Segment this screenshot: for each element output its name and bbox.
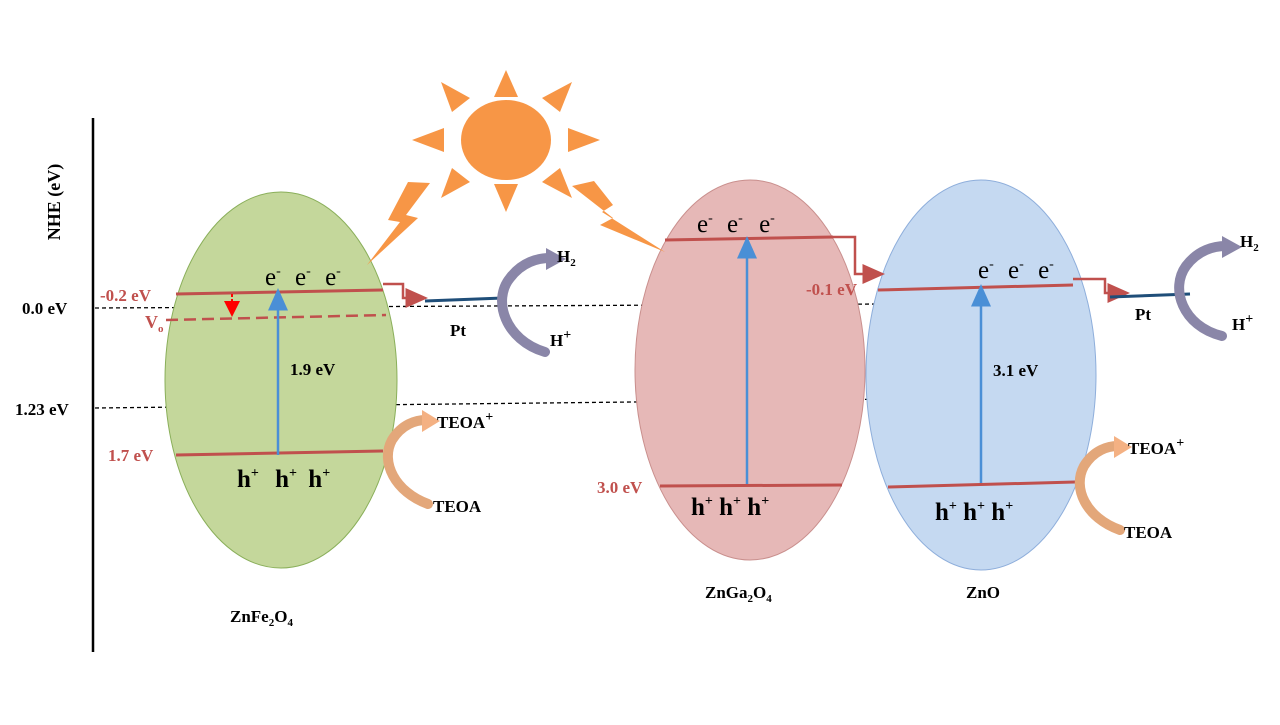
teoa-right-label: TEOA <box>1124 523 1173 542</box>
znfe2o4-name: ZnFe2O4 <box>230 607 293 629</box>
znfe2o4-gap-label: 1.9 eV <box>290 360 336 379</box>
water-level-label: 1.23 eV <box>15 400 70 419</box>
teoa-oxidation-left <box>382 410 440 509</box>
h2-right-label: H2 <box>1240 232 1259 254</box>
zno-vb-line <box>887 480 1076 489</box>
pt-left-line <box>424 296 504 303</box>
h2-evolution-left <box>497 248 566 357</box>
zngao-ellipse <box>634 179 866 561</box>
h2-left-label: H2 <box>557 247 576 269</box>
znfe2o4-ellipse <box>164 191 398 569</box>
znfe2o4-cb-label: -0.2 eV <box>100 286 152 305</box>
lightning-right-icon <box>572 181 665 252</box>
zngao-vb-line <box>659 483 843 488</box>
lightning-left-icon <box>367 182 430 265</box>
znfe2o4-vo-line <box>165 313 387 322</box>
teoa-oxidation-right <box>1074 436 1132 535</box>
zno-cb-label: -0.1 eV <box>806 280 858 299</box>
h2-evolution-right <box>1174 236 1242 341</box>
znfe2o4-vb-line <box>175 449 384 457</box>
zngao-name: ZnGa2O4 <box>705 583 772 605</box>
zno-holes: h+ h+ h+ <box>935 489 1013 526</box>
znfe2o4-vb-label: 1.7 eV <box>108 446 154 465</box>
zero-level-label: 0.0 eV <box>22 299 68 318</box>
hplus-right-label: H+ <box>1232 312 1253 334</box>
zno-electrons: e- e- e- <box>978 247 1054 284</box>
teoa-plus-left-label: TEOA+ <box>437 410 493 432</box>
zno-gap-label: 3.1 eV <box>993 361 1039 380</box>
hplus-left-label: H+ <box>550 328 571 350</box>
teoa-plus-right-label: TEOA+ <box>1128 436 1184 458</box>
zno-to-pt-arrow <box>1073 277 1130 303</box>
zno-name: ZnO <box>966 583 1000 602</box>
pt-right-label: Pt <box>1135 305 1151 324</box>
pt-left-label: Pt <box>450 321 466 340</box>
zngao-vb-label: 3.0 eV <box>597 478 643 497</box>
teoa-left-label: TEOA <box>433 497 482 516</box>
znfe2o4-vo-label: Vo <box>145 312 164 335</box>
axis-label: NHE (eV) <box>44 164 65 240</box>
zngao-holes: h+ h+ h+ <box>691 484 769 521</box>
zngao-electrons: e- e- e- <box>697 201 775 238</box>
znfe2o4-electrons: e- e- e- <box>265 254 341 291</box>
sun-icon <box>412 70 600 212</box>
zngao-to-zno-arrow <box>833 235 885 284</box>
znfe2o4-holes: h+ h+ h+ <box>237 456 330 493</box>
znfe2o4-to-pt-arrow <box>383 282 428 308</box>
